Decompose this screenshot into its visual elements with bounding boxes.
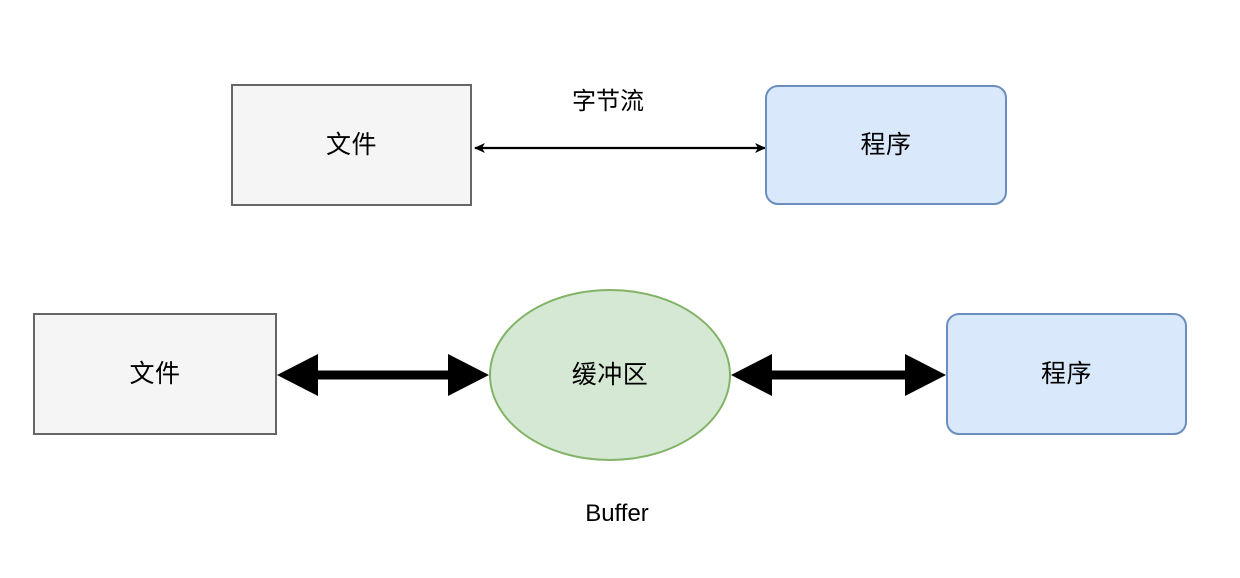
arrow-file-program-bidirectional[interactable] <box>465 127 775 169</box>
node-file-top[interactable]: 文件 <box>231 84 472 206</box>
thick-double-arrow-left <box>277 354 489 396</box>
node-program-top[interactable]: 程序 <box>765 85 1007 205</box>
arrow-file-buffer-bidirectional[interactable] <box>272 340 494 410</box>
node-program-bottom-label: 程序 <box>1040 359 1092 388</box>
buffer-caption-label: Buffer <box>585 500 649 527</box>
thick-double-arrow-right <box>731 354 946 396</box>
node-buffer-label: 缓冲区 <box>571 360 649 389</box>
node-buffer[interactable]: 缓冲区 <box>489 289 731 461</box>
node-file-bottom[interactable]: 文件 <box>33 313 277 435</box>
node-file-top-label: 文件 <box>325 130 377 159</box>
arrow-buffer-program-bidirectional[interactable] <box>726 340 951 410</box>
node-program-top-label: 程序 <box>860 130 912 159</box>
node-file-bottom-label: 文件 <box>129 359 181 388</box>
node-program-bottom[interactable]: 程序 <box>946 313 1187 435</box>
edge-label-byte-stream: 字节流 <box>572 88 644 115</box>
